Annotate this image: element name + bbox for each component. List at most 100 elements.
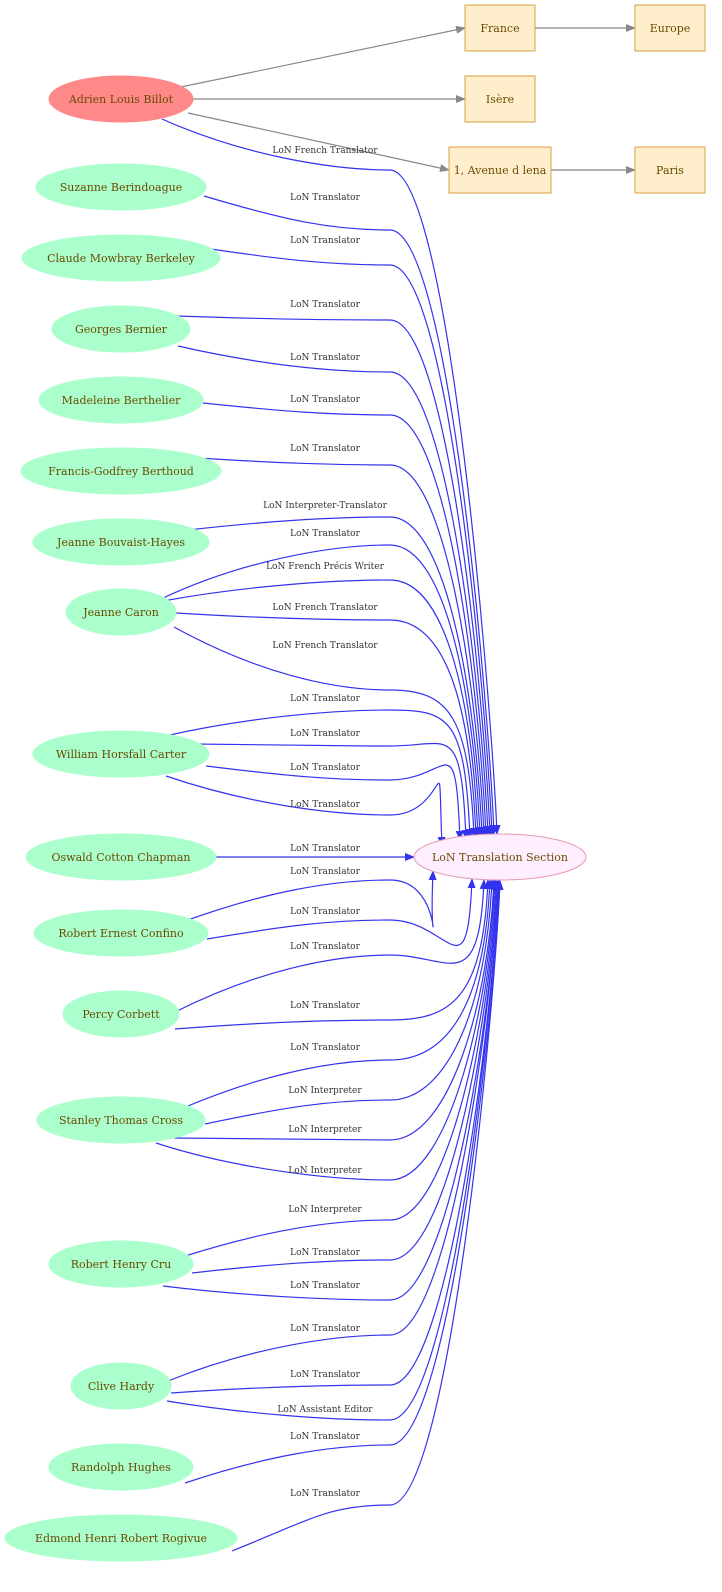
person-node-clive-hardy[interactable]: Clive Hardy	[70, 1362, 172, 1410]
edge-label: LoN Translator	[290, 1489, 360, 1499]
person-label: Percy Corbett	[82, 1008, 160, 1021]
edge-label: LoN Translator	[290, 193, 360, 203]
edge-label: LoN Interpreter	[288, 1205, 362, 1215]
edge-label: LoN Translator	[290, 729, 360, 739]
role-edge	[231, 880, 504, 1552]
edge-label: LoN Assistant Editor	[277, 1405, 373, 1415]
person-node-robert-ernest-confino[interactable]: Robert Ernest Confino	[33, 909, 209, 957]
edge-label: LoN Translator	[290, 1001, 360, 1011]
person-label: Clive Hardy	[88, 1380, 155, 1393]
edge-label: LoN Translator	[290, 1324, 360, 1334]
person-node-robert-henry-cru[interactable]: Robert Henry Cru	[48, 1240, 194, 1288]
edge-label: LoN Translator	[290, 444, 360, 454]
person-label: Robert Henry Cru	[71, 1258, 172, 1271]
edge-label: LoN Translator	[290, 763, 360, 773]
role-edge	[162, 579, 482, 838]
role-edge	[155, 879, 499, 1181]
place-node-france[interactable]: France	[464, 4, 536, 52]
edge-label: LoN Translator	[290, 395, 360, 405]
role-edge	[173, 879, 498, 1141]
place-node-paris[interactable]: Paris	[634, 146, 706, 194]
target-label: LoN Translation Section	[432, 851, 568, 864]
person-label: Suzanne Berindoague	[60, 181, 182, 194]
place-label: Isère	[486, 93, 514, 106]
edge-label: LoN Translator	[290, 300, 360, 310]
person-label: Jeanne Bouvaist-Hayes	[56, 536, 185, 549]
edge-label: LoN Interpreter	[288, 1166, 362, 1176]
place-node-address[interactable]: 1, Avenue d lena	[448, 146, 552, 194]
place-node-isere[interactable]: Isère	[464, 75, 536, 123]
edges-layer	[155, 24, 636, 1552]
person-node-edmond-henri-robert-rogivue[interactable]: Edmond Henri Robert Rogivue	[4, 1514, 238, 1562]
role-edge	[192, 742, 470, 840]
person-label: Claude Mowbray Berkeley	[47, 252, 196, 265]
role-edge	[174, 879, 488, 1013]
person-label: William Horsfall Carter	[56, 748, 187, 761]
edge-label: LoN Translator	[290, 1370, 360, 1380]
role-edge	[170, 880, 503, 1394]
place-label: Europe	[650, 22, 691, 35]
role-edge	[175, 612, 480, 838]
role-edge	[206, 878, 476, 947]
person-node-jeanne-bouvaist-hayes[interactable]: Jeanne Bouvaist-Hayes	[32, 518, 210, 566]
edge-label: LoN Translator	[290, 694, 360, 704]
edge-label: LoN Translator	[290, 236, 360, 246]
place-label: France	[480, 22, 519, 35]
edge-label: LoN Translator	[290, 1248, 360, 1258]
person-node-william-horsfall-carter[interactable]: William Horsfall Carter	[32, 730, 210, 778]
role-edge	[174, 879, 492, 1030]
person-node-claude-mowbray-berkeley[interactable]: Claude Mowbray Berkeley	[21, 234, 221, 282]
place-label: 1, Avenue d lena	[454, 164, 547, 177]
place-edge-central-france	[175, 25, 466, 89]
edge-label: LoN Translator	[290, 529, 360, 539]
role-edge	[162, 880, 502, 1301]
person-label: Francis-Godfrey Berthoud	[48, 465, 194, 478]
role-edge	[166, 880, 503, 1421]
person-label: Madeleine Berthelier	[62, 394, 181, 407]
person-label: Robert Ernest Confino	[58, 927, 184, 940]
role-edge	[184, 880, 504, 1484]
person-node-francis-godfrey-berthoud[interactable]: Francis-Godfrey Berthoud	[20, 447, 222, 495]
target-node-translation-section[interactable]: LoN Translation Section	[413, 833, 587, 881]
role-edge	[161, 118, 501, 835]
person-label: Stanley Thomas Cross	[59, 1114, 183, 1127]
role-edge	[205, 764, 464, 841]
person-label: Edmond Henri Robert Rogivue	[35, 1532, 207, 1545]
person-node-suzanne-berindoague[interactable]: Suzanne Berindoague	[35, 163, 207, 211]
role-edge	[177, 345, 492, 836]
person-node-randolph-hughes[interactable]: Randolph Hughes	[48, 1443, 194, 1491]
person-node-percy-corbett[interactable]: Percy Corbett	[62, 990, 180, 1038]
edge-label: LoN Interpreter	[288, 1125, 362, 1135]
role-edge	[196, 457, 488, 837]
role-edge	[203, 195, 498, 835]
role-edge	[204, 879, 496, 1125]
person-node-stanley-thomas-cross[interactable]: Stanley Thomas Cross	[36, 1096, 206, 1144]
edge-label: LoN Interpreter-Translator	[263, 501, 387, 511]
edge-label: LoN Translator	[290, 353, 360, 363]
role-edge	[167, 880, 502, 1382]
role-edge	[160, 544, 484, 837]
person-label: Oswald Cotton Chapman	[52, 851, 191, 864]
edge-label: LoN Translator	[290, 1043, 360, 1053]
place-edge-central-address	[187, 112, 450, 172]
person-node-oswald-cotton-chapman[interactable]: Oswald Cotton Chapman	[25, 833, 217, 881]
edge-label: LoN French Translator	[272, 641, 378, 651]
role-edge	[202, 402, 490, 837]
place-node-europe[interactable]: Europe	[634, 4, 706, 52]
person-node-jeanne-caron[interactable]: Jeanne Caron	[65, 588, 177, 636]
place-label: Paris	[656, 164, 684, 177]
person-node-georges-bernier[interactable]: Georges Bernier	[51, 305, 191, 353]
role-edge	[164, 709, 474, 839]
role-edge	[182, 879, 494, 1109]
role-edge	[203, 247, 496, 836]
central-person-node[interactable]: Adrien Louis Billot	[48, 75, 194, 123]
edge-label: LoN French Précis Writer	[266, 561, 385, 572]
role-edge	[175, 315, 494, 836]
edge-label: LoN Translator	[290, 942, 360, 952]
person-node-madeleine-berthelier[interactable]: Madeleine Berthelier	[38, 376, 204, 424]
edge-label: LoN French Translator	[272, 146, 378, 156]
edge-label: LoN Translator	[290, 844, 360, 854]
